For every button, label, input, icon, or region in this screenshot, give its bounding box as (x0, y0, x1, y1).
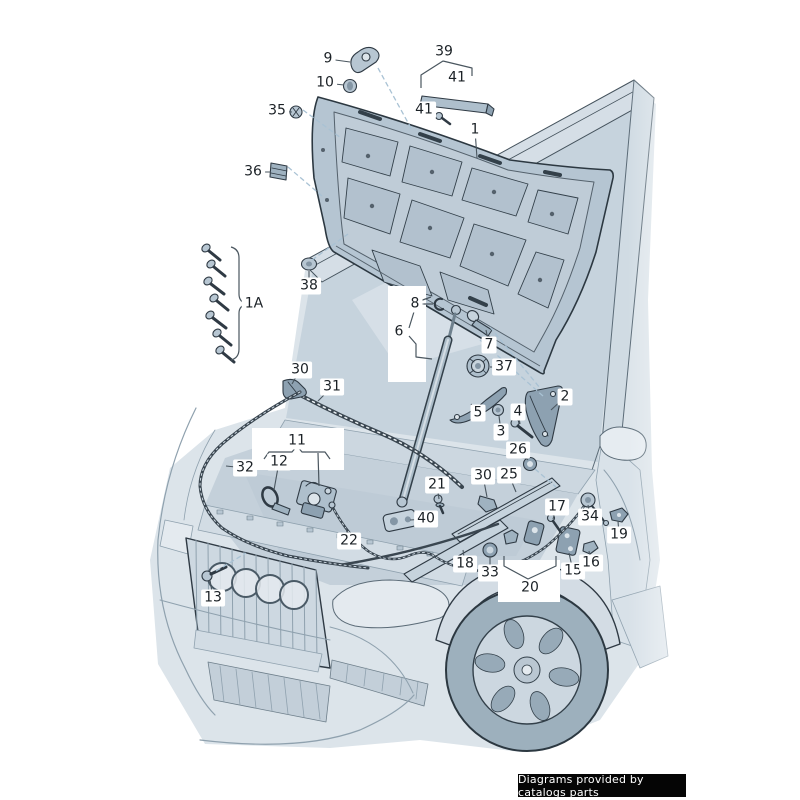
bolt-4-part (510, 418, 534, 439)
hood-hinge-part (524, 385, 564, 447)
part-label-27-21[interactable]: 21 (425, 476, 449, 494)
hood-slots (358, 110, 562, 307)
part-label-10-8[interactable]: 8 (407, 295, 423, 313)
part-label-6-35[interactable]: 35 (265, 102, 289, 120)
grommet-washer-part (466, 354, 490, 378)
part-label-14-5[interactable]: 5 (470, 404, 486, 422)
part-label-33-33[interactable]: 33 (478, 564, 502, 582)
part-label-18-26[interactable]: 26 (506, 441, 530, 459)
callout-brackets (230, 60, 557, 580)
lock-carrier (197, 504, 471, 587)
part-label-8-1A[interactable]: 1A (241, 295, 267, 313)
part-label-9-38[interactable]: 38 (297, 277, 321, 295)
part-label-20-30[interactable]: 30 (471, 467, 495, 485)
part-label-15-2[interactable]: 2 (557, 388, 573, 406)
part-label-36-20[interactable]: 20 (518, 579, 542, 597)
part-label-24-11[interactable]: 11 (285, 432, 309, 450)
grommet-10-part (342, 78, 358, 94)
part-label-17-3[interactable]: 3 (493, 423, 509, 441)
gas-strut-part (396, 304, 462, 508)
part-label-0-9[interactable]: 9 (320, 50, 336, 68)
bolt-13-part (201, 565, 228, 582)
part-label-13-37[interactable]: 37 (492, 358, 516, 376)
part-label-2-39[interactable]: 39 (432, 43, 456, 61)
nut-3-part (491, 403, 505, 417)
part-label-11-6[interactable]: 6 (391, 323, 407, 341)
part-label-23-32[interactable]: 32 (233, 459, 257, 477)
bumper-intake (329, 659, 429, 707)
hood-latch-hook-part (350, 46, 380, 74)
sealing-cable-32-part (198, 390, 370, 570)
part-label-1-10[interactable]: 10 (313, 74, 337, 92)
bracket-39-41 (420, 60, 473, 88)
license-recess (193, 629, 323, 673)
buffer-36-part (269, 162, 288, 181)
bracket-20 (503, 556, 557, 580)
part-label-19-25[interactable]: 25 (497, 466, 521, 484)
fastener-kit-parts (201, 243, 236, 364)
retaining-clip-part (433, 297, 445, 311)
grommet-38-part (300, 257, 318, 271)
brand-rings (207, 562, 309, 610)
release-cable-part (328, 501, 586, 572)
front-wheel (445, 588, 609, 752)
part-label-28-40[interactable]: 40 (414, 510, 438, 528)
bracket-plate-40-part (382, 509, 418, 532)
part-label-34-15[interactable]: 15 (561, 562, 585, 580)
part-label-7-36[interactable]: 36 (241, 163, 265, 181)
part-label-16-4[interactable]: 4 (510, 403, 526, 421)
mounting-set-parts (503, 520, 545, 546)
part-label-32-18[interactable]: 18 (453, 555, 477, 573)
part-label-21-30[interactable]: 30 (288, 361, 312, 379)
clip-19-part (609, 507, 629, 523)
release-handle-part (261, 486, 291, 516)
part-label-26-22[interactable]: 22 (337, 532, 361, 550)
seal-strip-31-part (300, 394, 464, 489)
part-label-37-13[interactable]: 13 (201, 589, 225, 607)
part-label-30-34[interactable]: 34 (578, 508, 602, 526)
right-headlight (332, 579, 450, 629)
part-label-25-12[interactable]: 12 (267, 453, 291, 471)
part-label-4-41[interactable]: 41 (412, 101, 436, 119)
grommet-33-part (482, 542, 498, 558)
screw-41-part (434, 111, 452, 126)
connector-30b-part (477, 495, 498, 513)
pad-fasteners (365, 153, 555, 283)
part-label-22-31[interactable]: 31 (320, 378, 344, 396)
lower-grille (207, 661, 331, 723)
hood-lock-part (296, 480, 337, 519)
provider-badge: Diagrams provided by catalogs parts (518, 772, 686, 799)
part-label-35-16[interactable]: 16 (579, 554, 603, 572)
trim-strip-25-part (451, 477, 561, 543)
hood-panel (311, 96, 614, 375)
fade-right (628, 60, 720, 690)
ball-pin-part (466, 310, 493, 337)
connector-30a-part (282, 378, 307, 400)
part-label-29-17[interactable]: 17 (545, 498, 569, 516)
part-label-31-19[interactable]: 19 (607, 526, 631, 544)
clip-16-part (582, 540, 599, 555)
mounting-plate-15-part (555, 526, 581, 556)
part-label-3-41[interactable]: 41 (445, 69, 469, 87)
exploded-parts (198, 46, 629, 583)
part-label-5-1[interactable]: 1 (467, 121, 483, 139)
trim-strip-18-part (338, 519, 509, 583)
screw-21-part (433, 494, 445, 515)
clip-35-part (289, 105, 303, 119)
part-label-12-7[interactable]: 7 (481, 336, 497, 354)
grommet-26-part (522, 456, 538, 472)
provider-badge-text: Diagrams provided by catalogs parts (518, 772, 644, 799)
